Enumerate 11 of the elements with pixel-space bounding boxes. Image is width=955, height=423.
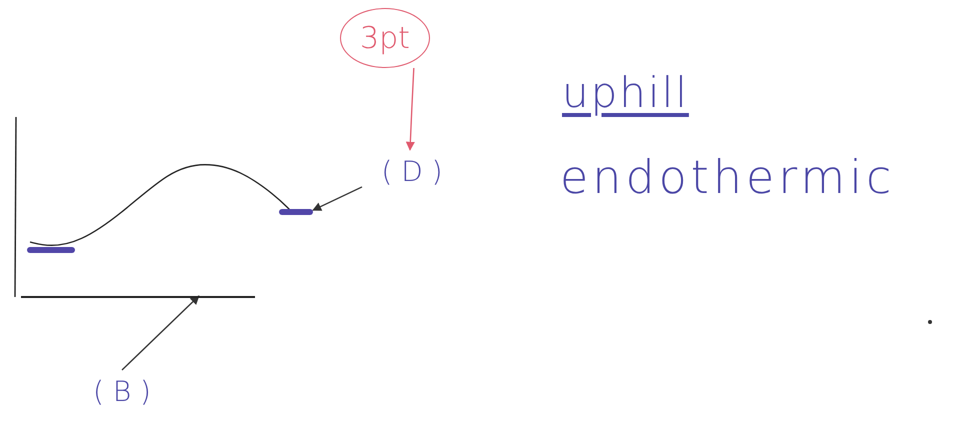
score-ellipse: [340, 8, 430, 68]
letter-label: ( B ): [93, 374, 151, 408]
arrow: [122, 295, 200, 370]
product-level-mark: [279, 209, 313, 215]
arrow: [406, 68, 415, 151]
arrow: [312, 186, 362, 211]
note-text: endothermic: [560, 150, 896, 204]
x-axis-line: [21, 296, 255, 298]
letter-label: ( D ): [381, 154, 443, 188]
score-text: 3pt: [360, 20, 410, 56]
note-text: uphill: [562, 68, 689, 117]
